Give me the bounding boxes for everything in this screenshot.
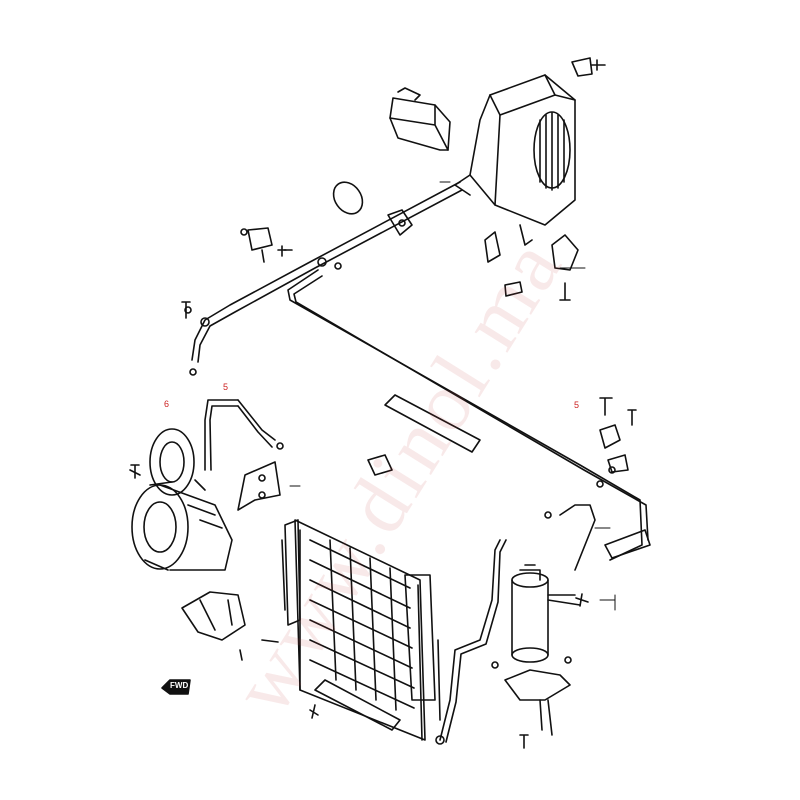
dryer-bracket	[491, 656, 572, 736]
mounting-plate	[237, 461, 281, 511]
cushion-strips	[314, 394, 651, 731]
fwd-arrow	[161, 679, 191, 695]
bolts	[130, 245, 637, 749]
ref-number: 6	[164, 399, 170, 409]
evaporator-unit	[454, 74, 576, 246]
compressor	[129, 428, 233, 571]
control-module	[389, 87, 451, 151]
clips	[367, 424, 629, 476]
upper-bracket-bolt	[571, 57, 606, 77]
ref-number: 5	[223, 382, 229, 392]
liquid-line	[287, 269, 649, 561]
suction-hose	[191, 181, 463, 363]
evaporator-bracket	[484, 231, 579, 301]
ref-number: 5	[574, 400, 580, 410]
pipe-clamp	[240, 227, 293, 263]
line-fittings	[184, 257, 616, 745]
discharge-hose	[204, 399, 276, 471]
leader-lines	[289, 181, 616, 611]
fwd-label: FWD	[170, 681, 189, 690]
compressor-bracket	[181, 591, 279, 661]
grommet	[332, 181, 364, 215]
condenser	[281, 519, 441, 741]
receiver-dryer	[511, 564, 581, 663]
condenser-inlet-pipe	[439, 504, 596, 743]
